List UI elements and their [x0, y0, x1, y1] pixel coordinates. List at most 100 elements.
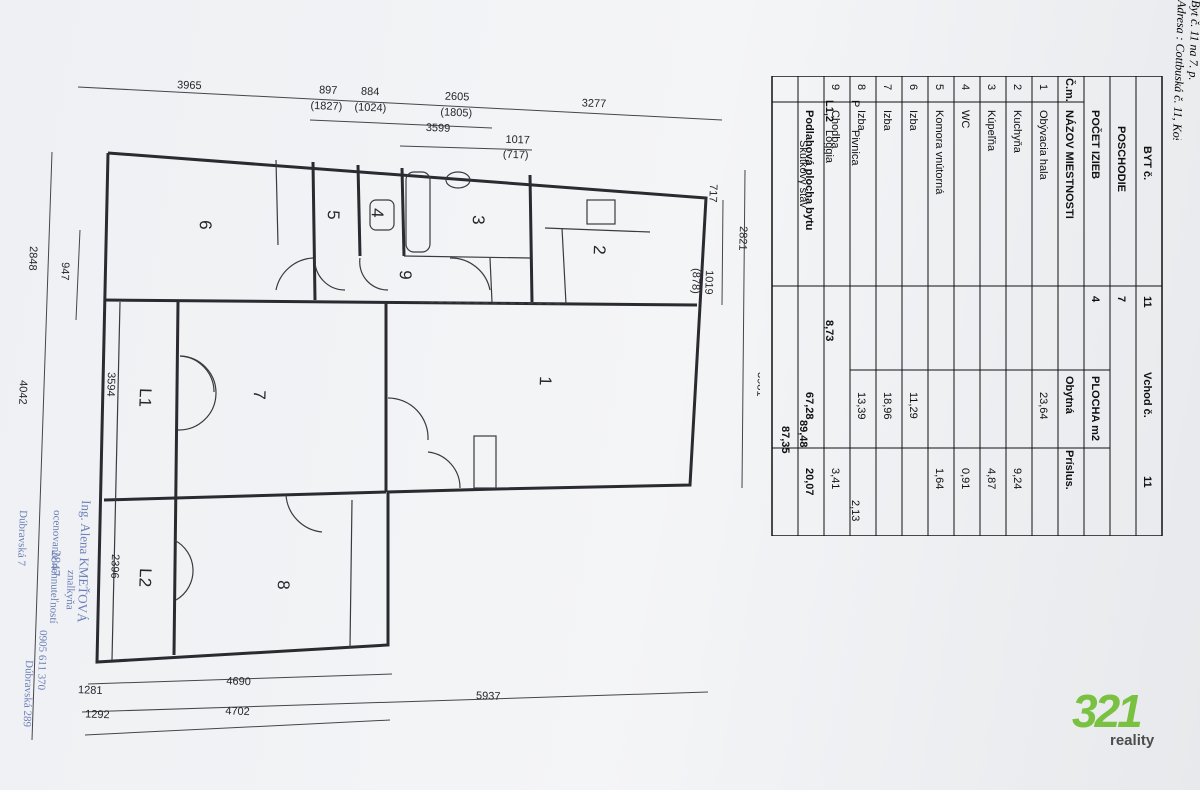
- expert-stamp: Ing. Alena KMEŤOVÁ znalkyňa ocenovanie n…: [15, 500, 94, 728]
- th-byt-val: 11: [1141, 296, 1153, 308]
- p-name: Pivnica: [849, 130, 861, 166]
- wardrobe-8: [349, 499, 353, 649]
- outer-wall: [95, 151, 708, 664]
- svg-text:23,64: 23,64: [1037, 392, 1049, 420]
- dim-4702: 4702: [225, 705, 250, 718]
- dim-5937: 5937: [476, 690, 501, 703]
- stamp-line1: Ing. Alena KMEŤOVÁ: [75, 500, 94, 623]
- dim-3599: 3599: [426, 122, 451, 135]
- stamp-line2: znalkyňa: [64, 570, 77, 610]
- th-plocha2: PLOCHA m2: [1089, 376, 1101, 441]
- svg-text:2: 2: [1011, 84, 1023, 90]
- th-poschodie: POSCHODIE: [1115, 126, 1127, 192]
- dim-717: 717: [706, 184, 719, 203]
- loggia-inner: [111, 301, 121, 661]
- dim-3965: 3965: [177, 79, 202, 92]
- svg-text:3,41: 3,41: [829, 468, 841, 489]
- svg-text:Chodba: Chodba: [829, 110, 841, 149]
- skut-label: Skutkový stav: [797, 140, 809, 208]
- dim-3594: 3594: [104, 372, 117, 397]
- th-pocet-val: 4: [1089, 296, 1101, 303]
- reality-logo: 321 reality: [1072, 688, 1182, 758]
- svg-text:Izba: Izba: [855, 110, 867, 132]
- wardrobe-6: [275, 159, 279, 246]
- dim-right-line: [741, 169, 746, 489]
- dim-left-line2: [75, 229, 81, 321]
- podlahova-value: 87,35: [779, 426, 791, 454]
- th-obytna: Obytná: [1063, 376, 1075, 415]
- svg-text:11,29: 11,29: [907, 392, 919, 419]
- th-byt: BYT č.: [1141, 146, 1153, 180]
- dim-1827: (1827): [310, 100, 342, 113]
- th-poschodie-val: 7: [1115, 296, 1127, 302]
- dim-1805: (1805): [440, 106, 472, 119]
- dim-897: 897: [319, 84, 338, 97]
- dim-1024: (1024): [354, 101, 386, 114]
- dim-717p: (717): [503, 149, 529, 162]
- bathtub: [405, 171, 431, 253]
- th-nazov: NÁZOV MIESTNOSTI: [1063, 110, 1076, 219]
- sum-prislus: 20,07: [803, 468, 815, 496]
- door-arc-3: [449, 257, 491, 291]
- kitchen-counter: [561, 227, 567, 305]
- sink: [445, 171, 471, 189]
- svg-text:Komora vnútorná: Komora vnútorná: [933, 110, 945, 195]
- door-arc-7: [179, 355, 215, 393]
- dim-1017: 1017: [505, 134, 530, 147]
- l-value: 8,73: [823, 320, 835, 341]
- room-5-label: 5: [324, 210, 343, 220]
- pillar: [473, 435, 497, 489]
- table-row: 9 Chodba 3,41: [829, 84, 841, 489]
- dim-right-line2: [721, 199, 724, 306]
- room-L2-label: L2: [135, 568, 155, 588]
- dim-top-line2: [309, 119, 493, 129]
- svg-text:3: 3: [985, 84, 997, 90]
- room-2-label: 2: [590, 245, 609, 255]
- wall-4-3: [400, 167, 406, 257]
- floor-plan: 3965 897 (1827) 884 (1024) 2605 (1805) 3…: [16, 79, 760, 741]
- svg-text:Izba: Izba: [881, 110, 893, 132]
- dim-bottom-line: [87, 673, 393, 685]
- wall-loggia1: [172, 301, 180, 656]
- dim-2605: 2605: [445, 91, 470, 104]
- table-row: 3 Kúpeľňa 4,87: [985, 84, 997, 489]
- door-arc-8: [285, 494, 323, 533]
- room-table-footer: P Pivnica 2,13 L1,2 Loggia 8,73 Skutkový…: [797, 100, 861, 521]
- th-pocet: POČET IZIEB: [1089, 110, 1102, 179]
- dim-1019: 1019: [702, 270, 715, 295]
- door-arc-1: [387, 397, 429, 441]
- door-arc-L2: [173, 539, 194, 601]
- stamp-line5: Dúbravská 7: [15, 510, 29, 567]
- svg-text:13,39: 13,39: [855, 392, 867, 420]
- svg-text:Kúpeľňa: Kúpeľňa: [985, 110, 997, 152]
- room-table: BYT č. 11 Vchod č. 11 POSCHODIE 7 POČET …: [771, 76, 1163, 536]
- dim-3981: 3981: [754, 372, 760, 397]
- dim-left-line: [31, 151, 53, 741]
- room-1-label: 1: [536, 376, 555, 386]
- table-row: 2 Kuchyňa 9,24: [1011, 84, 1023, 489]
- svg-text:Kuchyňa: Kuchyňa: [1011, 110, 1023, 154]
- room-6-label: 6: [196, 220, 215, 230]
- svg-text:Izba: Izba: [907, 110, 919, 132]
- svg-text:7: 7: [881, 84, 893, 90]
- dim-bottom-line3: [84, 719, 391, 736]
- dim-top-line: [77, 86, 723, 121]
- skut-value: 89,48: [797, 420, 809, 448]
- wall-6-5: [311, 161, 317, 301]
- dim-2821: 2821: [736, 226, 749, 251]
- svg-text:1: 1: [1037, 84, 1049, 90]
- dim-4690: 4690: [226, 675, 251, 688]
- th-prislus: Príslus.: [1063, 450, 1075, 490]
- podlahova-label: Podlahová plocha bytu: [803, 110, 815, 230]
- door-arc-4: [359, 257, 389, 291]
- stove: [586, 199, 616, 225]
- table-row: 6 Izba 11,29: [907, 84, 919, 419]
- dim-878: (878): [689, 268, 702, 294]
- th-vchod-val: 11: [1141, 476, 1153, 488]
- l-name: Loggia: [823, 130, 835, 164]
- table-row: 7 Izba 18,96: [881, 84, 893, 420]
- svg-text:18,96: 18,96: [881, 392, 893, 420]
- th-vchod: Vchod č.: [1141, 372, 1153, 418]
- door-arc-1b: [427, 451, 461, 489]
